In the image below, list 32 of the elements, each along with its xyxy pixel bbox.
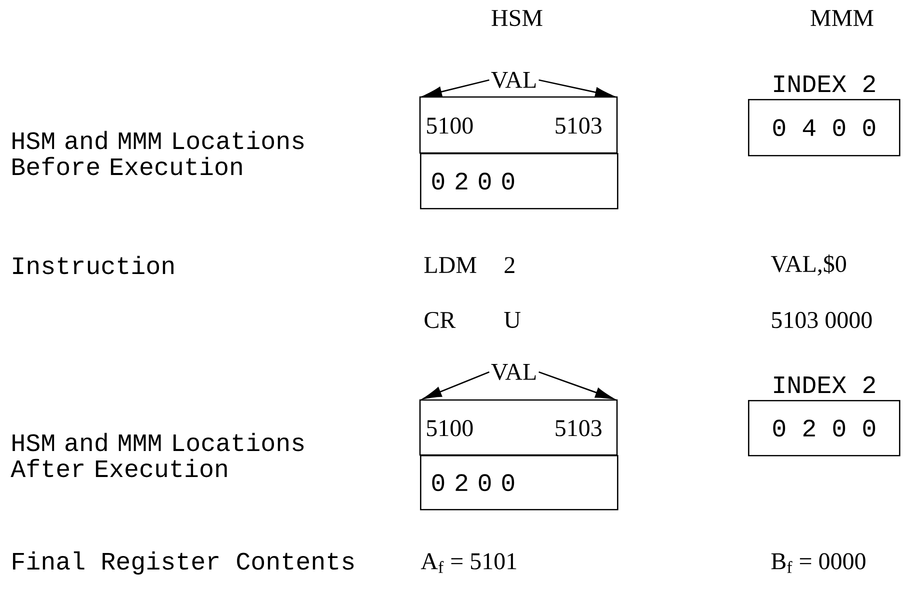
memory-cell [419, 96, 618, 154]
address-text: 5100 [427, 118, 473, 134]
address-text: 5103 [556, 420, 602, 436]
column-heading: HSM [492, 10, 542, 26]
arrow [538, 79, 614, 98]
address-text: 5103 [556, 118, 602, 134]
instruction-text: 5103 0000 [772, 312, 872, 328]
memory-cell [419, 399, 618, 456]
register-box: 0 2 0 0 INDEX 2 [748, 376, 900, 456]
memory-cell: 0 2 0 0 [420, 153, 618, 210]
register-value: A$_{f}$ = 5101 [420, 553, 516, 573]
arrow [423, 79, 490, 97]
node-label: INDEX 2 [774, 376, 875, 394]
node-label: INDEX 2 [774, 75, 875, 92]
register-box: 0 4 0 0 INDEX 2 [748, 75, 900, 156]
row-label: HSM and MMM Locations After Execution [10, 432, 304, 478]
column-heading: MMM [810, 10, 874, 26]
memory-cell: 0 2 0 0 [420, 455, 618, 510]
row-label: HSM and MMM Locations Before Execution [12, 130, 304, 176]
arrow [538, 371, 614, 400]
row-label: Final Register Contents [13, 551, 354, 575]
instruction-text: CR [424, 312, 456, 328]
instruction-text: VAL,$0 [770, 254, 846, 276]
pointer-label: VAL [491, 72, 536, 88]
instruction-text: LDM [424, 257, 476, 273]
pointer-label: VAL [491, 364, 536, 380]
arrow [423, 371, 490, 400]
instruction-text: U [504, 312, 520, 328]
row-label: Instruction [13, 256, 174, 274]
instruction-text: 2 [504, 257, 514, 273]
address-text: 5100 [427, 420, 473, 436]
register-value: B$_{f}$ = 0000 [771, 553, 866, 573]
